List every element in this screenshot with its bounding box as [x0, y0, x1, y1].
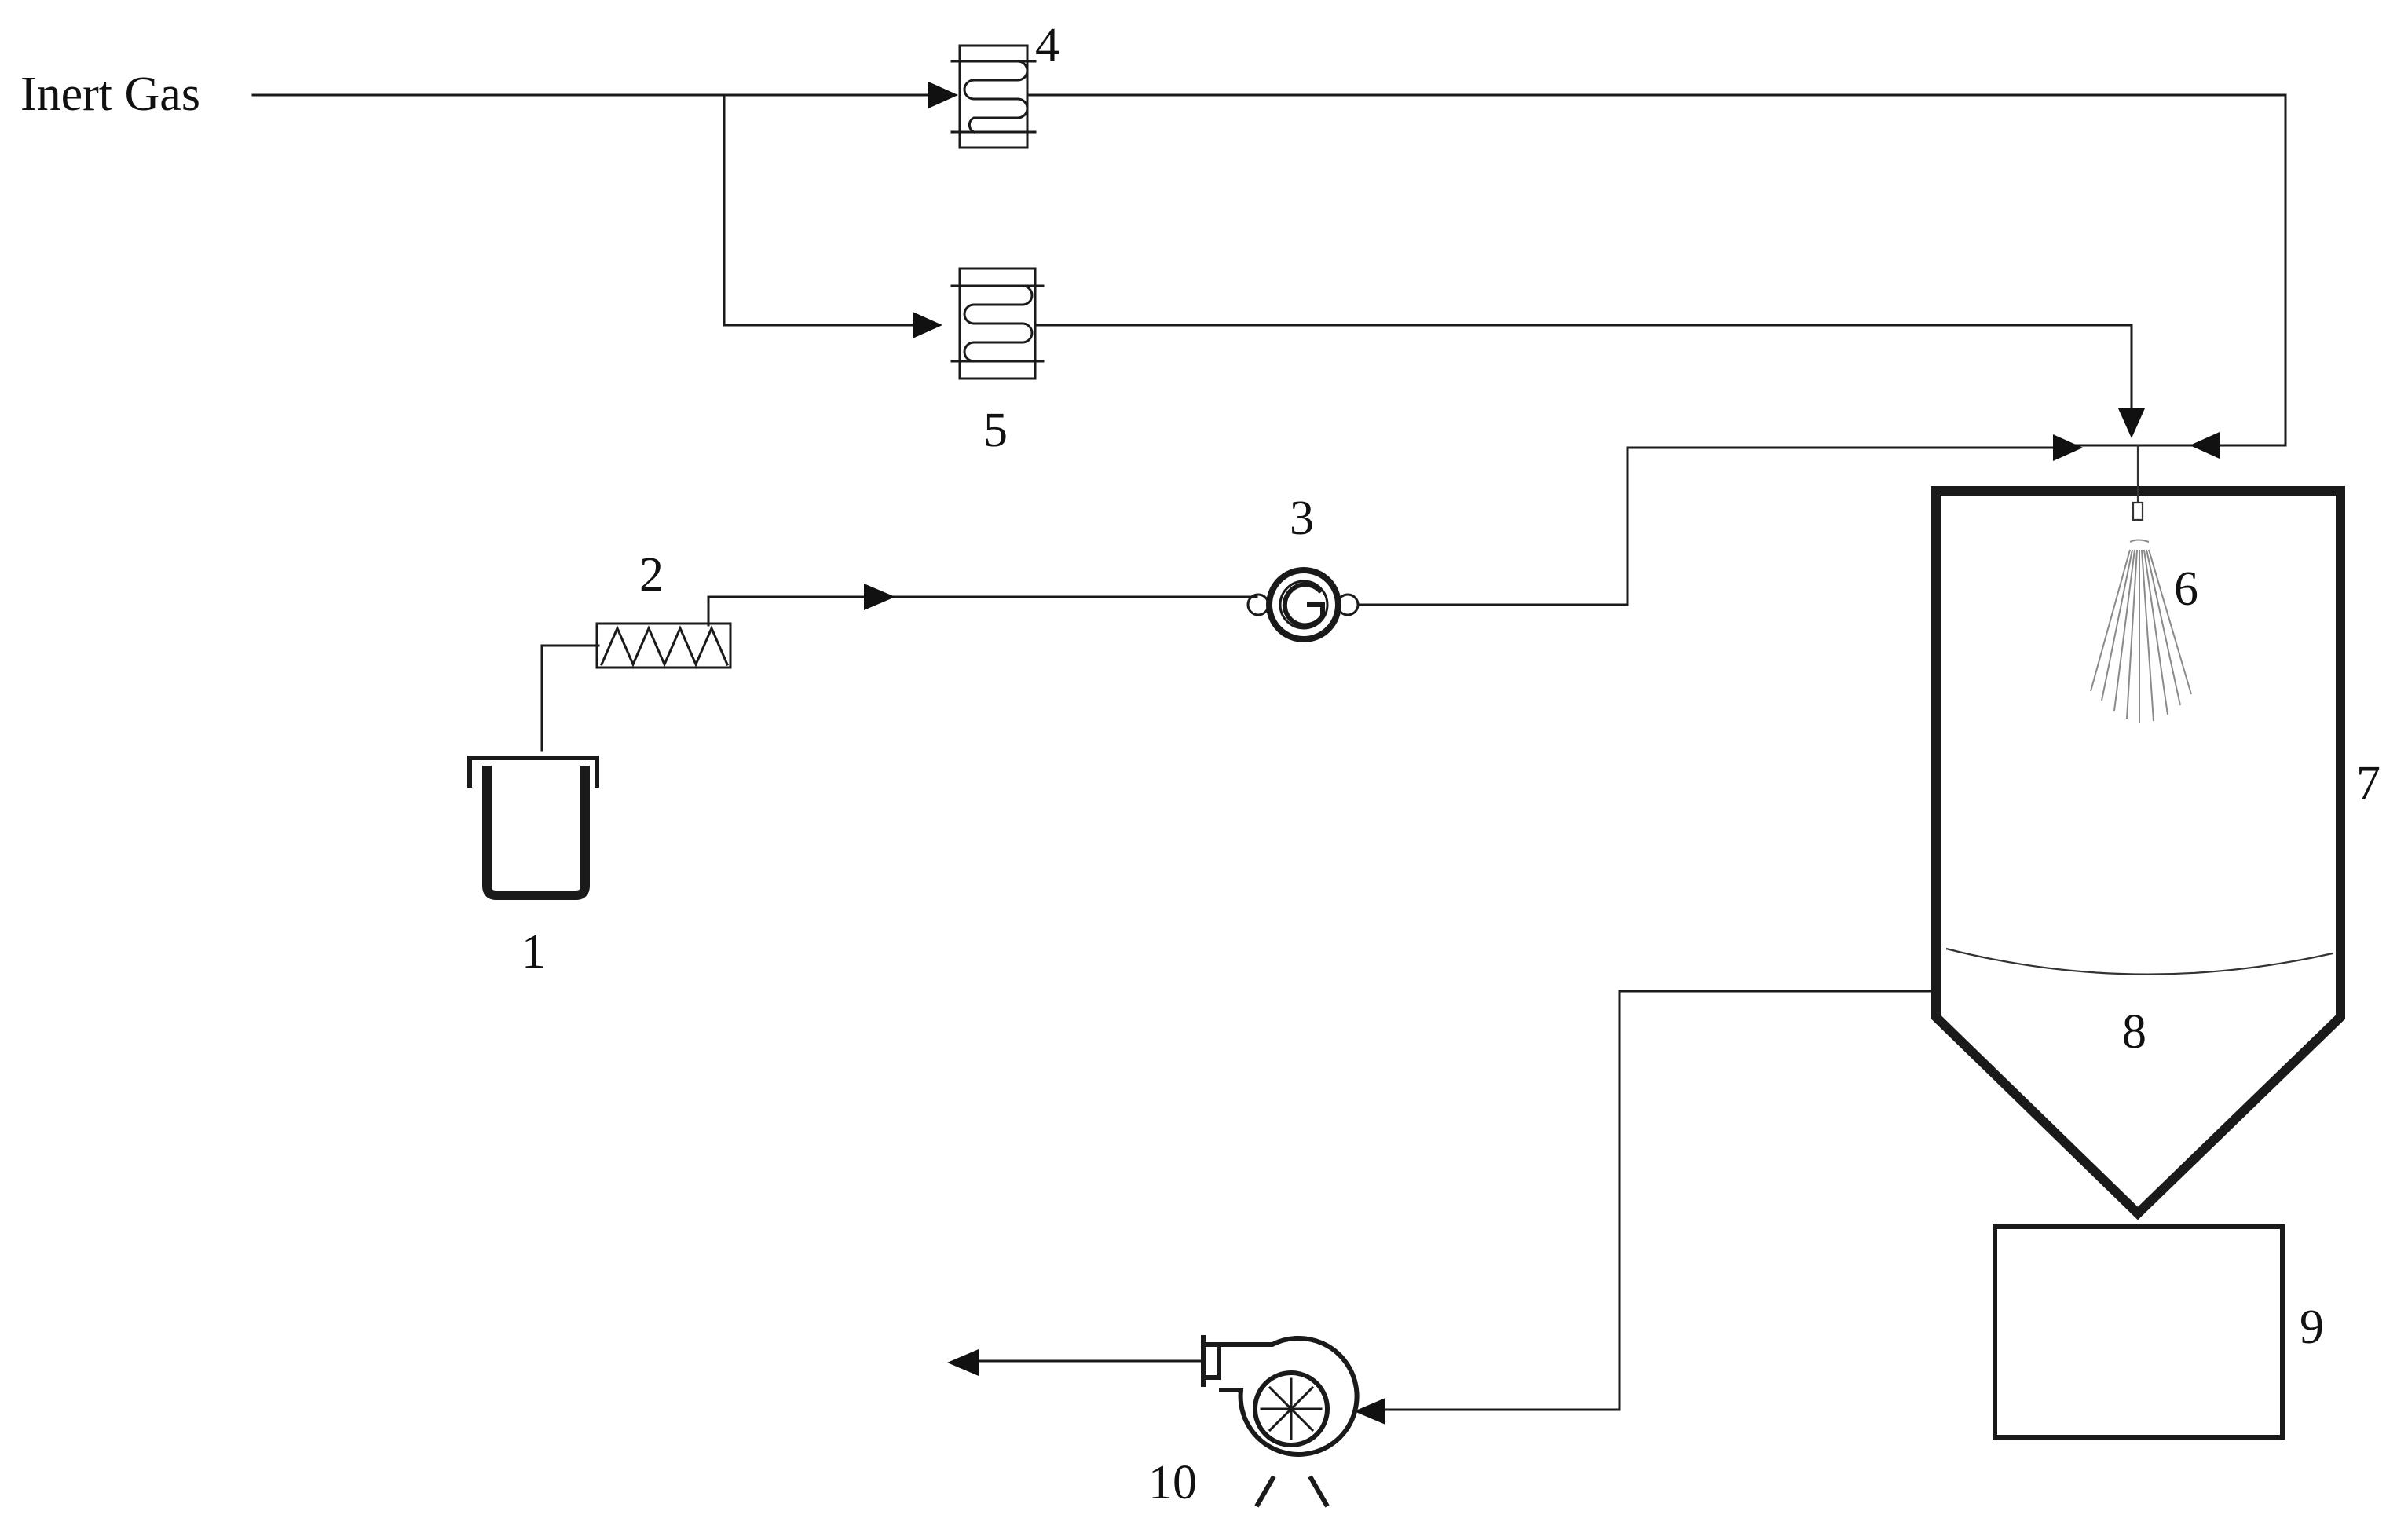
- label-4: 4: [1035, 19, 1059, 72]
- label-9: 9: [2300, 1301, 2324, 1354]
- collector-box: [1993, 1224, 2285, 1440]
- heater-a-outlet-line: [1027, 93, 2287, 447]
- tank-to-pump-line: [540, 644, 600, 752]
- heater-b: [950, 267, 1045, 380]
- drying-chamber: [1931, 486, 2345, 1220]
- beaker-icon: [467, 756, 599, 900]
- inert-gas-lines: [251, 93, 2287, 447]
- feed-lines: [540, 446, 2067, 752]
- serpentine-heater-icon: [950, 267, 1045, 380]
- product-zone-boundary: [1945, 947, 2333, 975]
- heater-b-outlet-line: [1035, 324, 2133, 410]
- label-8: 8: [2122, 1005, 2146, 1059]
- chamber-wall: [1931, 486, 2345, 1220]
- arrow-exhaust-out: [947, 1349, 979, 1376]
- feed-pump: [595, 622, 732, 669]
- label-7: 7: [2356, 757, 2381, 810]
- gas-branch-line: [723, 93, 920, 327]
- blower: [1201, 1335, 1360, 1508]
- arrow-feed-into-atomizer: [2053, 434, 2083, 461]
- label-2: 2: [639, 548, 664, 602]
- heater-a: [950, 44, 1037, 149]
- label-3: 3: [1290, 492, 1314, 545]
- pump-to-flow-unit-line: [707, 595, 1258, 627]
- centrifugal-fan-icon: [1201, 1335, 1360, 1508]
- label-1: 1: [521, 925, 546, 979]
- circle-g-icon: [1246, 567, 1360, 642]
- screw-pump-icon: [595, 622, 732, 669]
- spray-nozzle-icon: [2090, 539, 2192, 723]
- flow-unit: [1246, 567, 1360, 642]
- arrow-into-heater-a: [928, 82, 958, 108]
- label-5: 5: [983, 404, 1008, 457]
- arrow-into-blower: [1354, 1398, 1385, 1425]
- arrow-left-heater-a-flow: [2190, 432, 2220, 459]
- label-10: 10: [1148, 1456, 1197, 1509]
- arrow-down-heater-b-flow: [2118, 408, 2145, 438]
- arrow-feed-to-flow-unit: [864, 584, 895, 610]
- feed-tank: [467, 756, 599, 900]
- label-6: 6: [2174, 562, 2198, 616]
- atomizer: [2090, 445, 2192, 723]
- serpentine-heater-icon: [950, 44, 1037, 149]
- inert-gas-label: Inert Gas: [20, 68, 200, 121]
- exhaust-line: [1381, 990, 1938, 1411]
- nozzle-tip: [2132, 501, 2144, 521]
- arrow-into-heater-b: [913, 312, 942, 338]
- flow-unit-to-atomizer-line: [1357, 446, 2067, 606]
